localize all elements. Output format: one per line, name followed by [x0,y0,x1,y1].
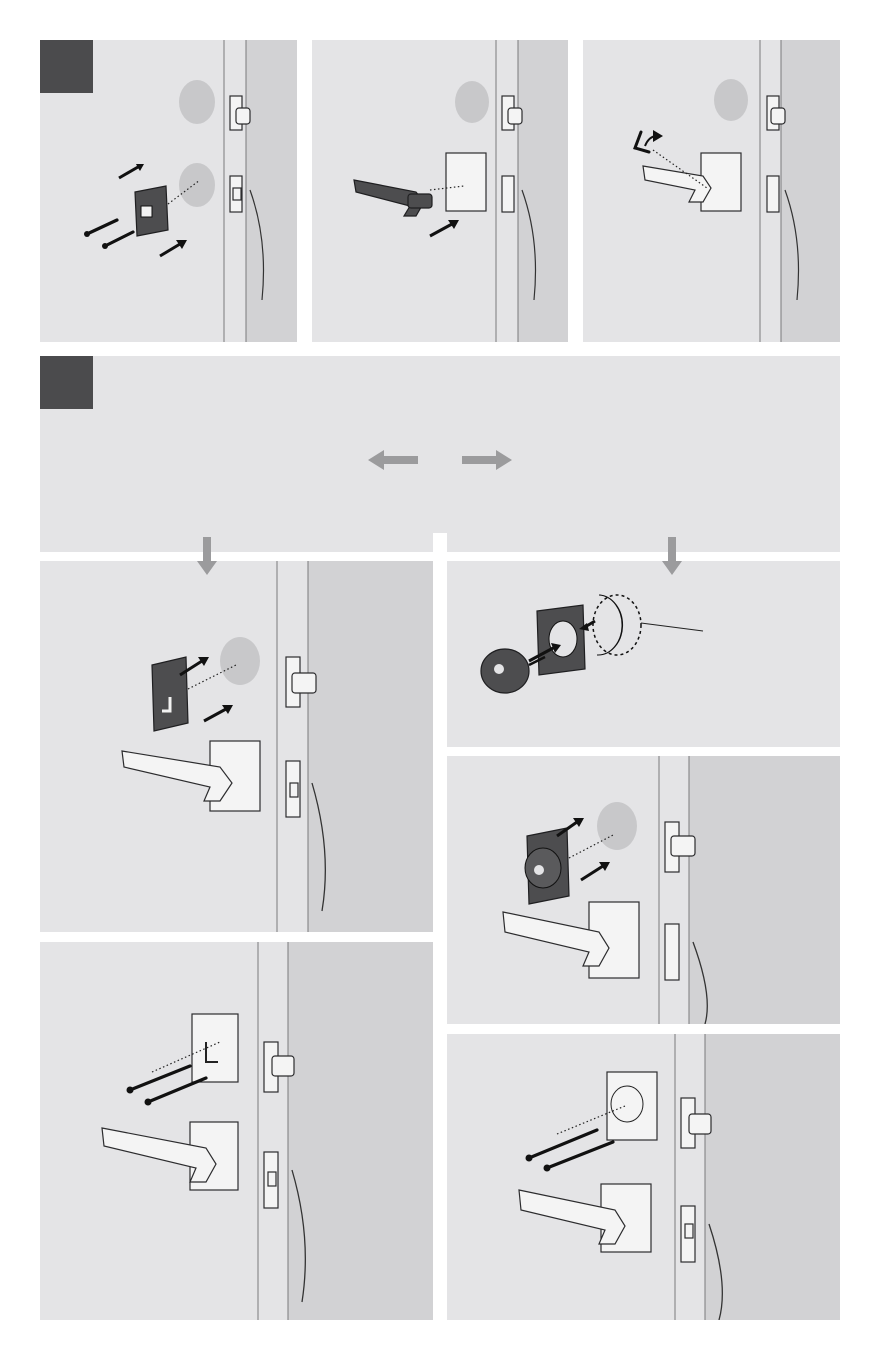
step-badge-a [40,40,93,93]
thumbturn-install-illustration [40,561,433,932]
panel-install-cylinder [447,756,840,1024]
panel-assemble-cylinder [447,561,840,747]
cylinder-assembly-illustration [447,561,840,747]
cylinder-screw-illustration [447,1034,840,1320]
cylinder-install-illustration [447,756,840,1024]
panel-screw-cylinder [447,1034,840,1320]
left-choice-arrow [368,450,418,470]
column-gap [433,533,447,553]
panel-choice-header [40,356,840,552]
panel-tighten-lever [583,40,840,342]
thumbturn-screw-illustration [40,942,433,1320]
panel-screw-thumbturn [40,942,433,1320]
arrow-down-right [662,537,682,575]
panel-install-lever [312,40,568,342]
right-choice-arrow [462,450,512,470]
panel-install-turn-piece [40,40,297,342]
choice-arrows [40,356,840,552]
panel-install-thumbturn [40,561,433,932]
arrow-down-left [197,537,217,575]
lever-install-illustration [312,40,568,342]
hex-key-tighten-illustration [583,40,840,342]
